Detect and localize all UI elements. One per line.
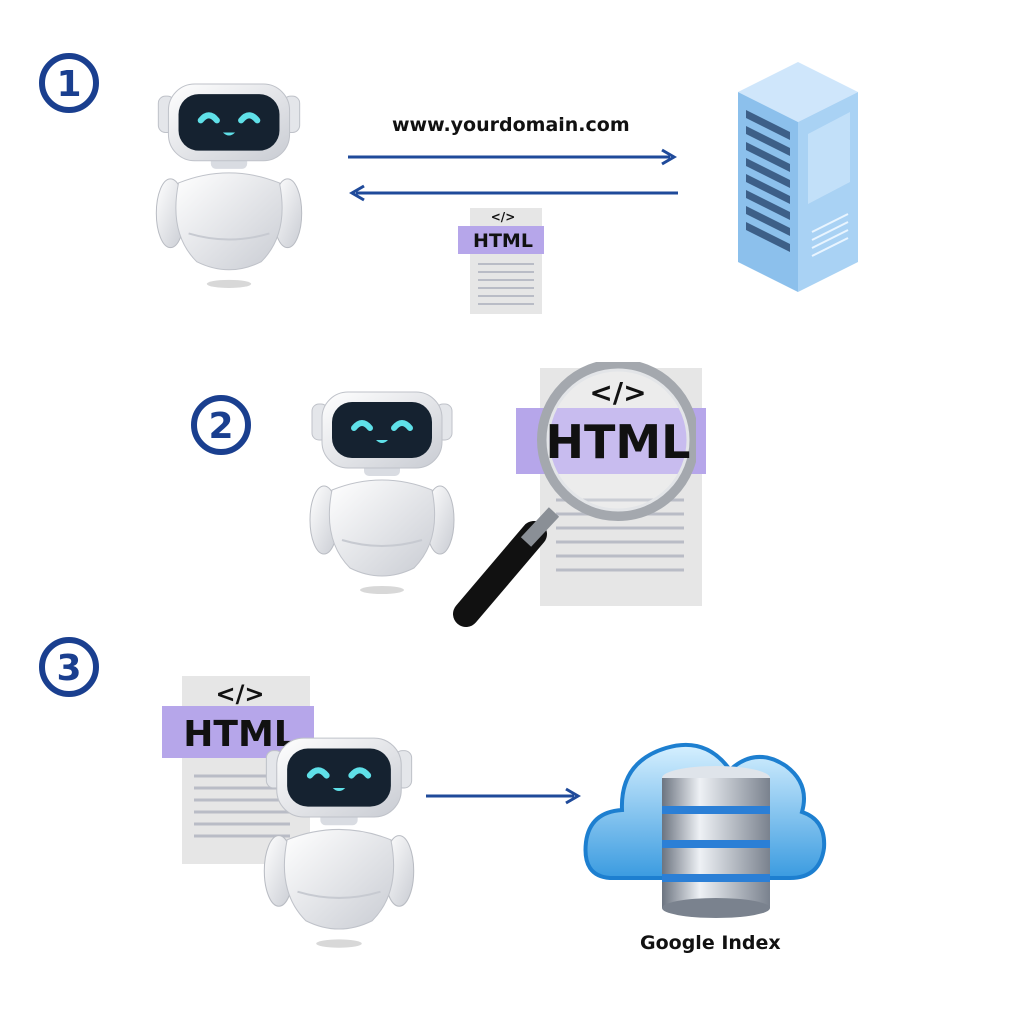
magnified-tag: </>: [589, 376, 646, 409]
step-3-badge: 3: [39, 637, 99, 697]
step-2-badge: 2: [191, 395, 251, 455]
step-2-number: 2: [208, 406, 233, 447]
magnified-label: HTML: [546, 415, 691, 469]
step-3-number: 3: [56, 648, 81, 689]
magnifying-glass-icon: </> HTML: [453, 362, 696, 627]
robot-icon-step-3: [256, 736, 422, 954]
html-document-small: </> HTML: [458, 208, 544, 314]
small-doc-label: HTML: [473, 230, 533, 252]
step-3-doc-label: HTML: [183, 714, 296, 755]
index-arrow: [426, 787, 581, 805]
server-icon: [738, 62, 858, 292]
step-3-doc-tag: </>: [216, 680, 265, 708]
cloud-database-icon: [583, 742, 827, 918]
small-doc-tag: </>: [491, 210, 516, 224]
request-url-label: www.yourdomain.com: [392, 114, 630, 136]
google-index-label: Google Index: [640, 932, 781, 954]
robot-icon: [148, 82, 310, 294]
step-1-badge: 1: [39, 53, 99, 113]
step-1-number: 1: [56, 64, 81, 105]
request-arrow: [348, 148, 678, 202]
